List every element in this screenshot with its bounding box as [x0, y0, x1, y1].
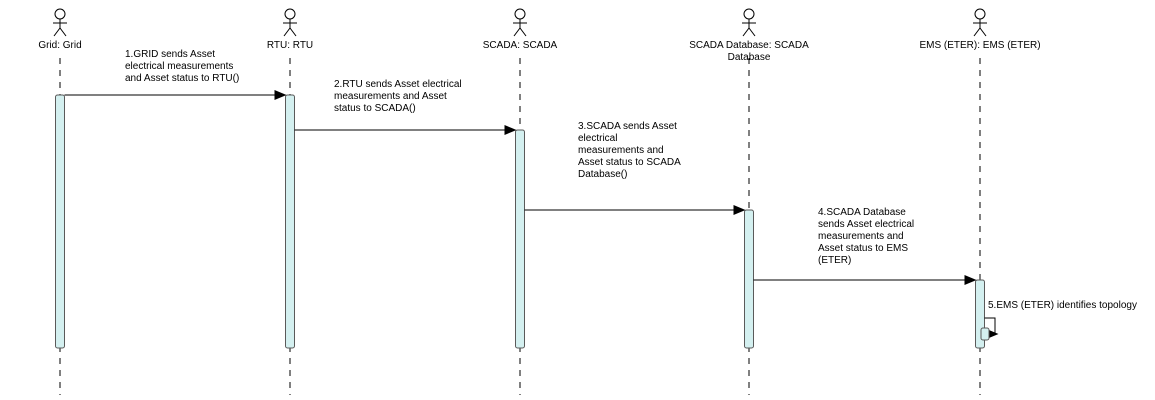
activation-bar: [285, 94, 295, 349]
message-label: 5.EMS (ETER) identifies topology: [988, 300, 1137, 311]
lifeline-label: RTU: RTU: [267, 40, 313, 51]
message-5: 5.EMS (ETER) identifies topology: [980, 300, 1137, 341]
lifeline-label: SCADA: SCADA: [483, 40, 558, 51]
lifeline-label: Grid: Grid: [38, 40, 81, 51]
actor-icon: [742, 8, 756, 37]
lifeline-grid: Grid: Grid: [38, 8, 82, 395]
lifeline-label: EMS (ETER): EMS (ETER): [919, 40, 1040, 51]
activation-bar: [55, 94, 65, 349]
activation-bar: [515, 129, 525, 349]
self-message-arrow: [984, 317, 999, 339]
activation-bar: [744, 209, 754, 349]
actor-icon: [513, 8, 527, 37]
nested-activation-bar: [980, 327, 990, 341]
actor-icon: [283, 8, 297, 37]
lifeline-ems: EMS (ETER): EMS (ETER): [919, 8, 1041, 395]
actor-icon: [53, 8, 67, 37]
lifeline-rtu: RTU: RTU: [267, 8, 313, 395]
actor-icon: [973, 8, 987, 37]
lifeline-scada: SCADA: SCADA: [483, 8, 558, 395]
